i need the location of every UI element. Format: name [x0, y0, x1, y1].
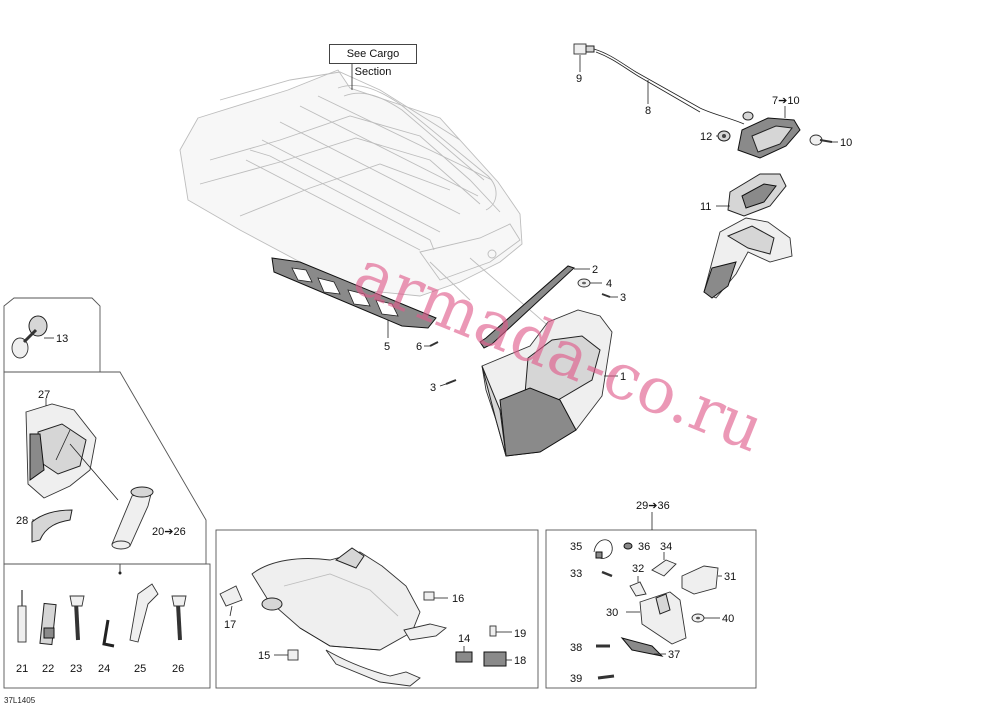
tail-light-assembly[interactable] — [717, 111, 833, 159]
callout-28: 28 — [16, 515, 28, 527]
callout-1: 1 — [620, 371, 626, 383]
cargo-rack — [179, 69, 561, 337]
callout-5: 5 — [384, 341, 390, 353]
housing-31[interactable] — [681, 565, 719, 595]
callout-21: 21 — [16, 663, 28, 675]
decal-14[interactable] — [455, 651, 473, 663]
cable-35[interactable] — [593, 539, 613, 559]
tool-tube[interactable] — [111, 486, 154, 550]
callout-15: 15 — [258, 650, 270, 662]
decal-18[interactable] — [483, 651, 507, 667]
decal-16[interactable] — [423, 591, 435, 601]
callout-38: 38 — [570, 642, 582, 654]
suction-cup[interactable] — [11, 315, 48, 359]
callout-27: 27 — [38, 389, 50, 401]
callout-10: 10 — [840, 137, 852, 149]
callout-13: 13 — [56, 333, 68, 345]
callout-24: 24 — [98, 663, 110, 675]
callout-6: 6 — [416, 341, 422, 353]
bolt-33[interactable] — [601, 570, 613, 578]
callout-26: 26 — [172, 663, 184, 675]
reflector-37[interactable] — [620, 637, 664, 657]
decal-15[interactable] — [287, 649, 299, 661]
callout-8: 8 — [645, 105, 651, 117]
callout-30: 30 — [606, 607, 618, 619]
spark-plug-socket[interactable] — [39, 602, 57, 646]
clip-32[interactable] — [629, 581, 647, 597]
callout-37: 37 — [668, 649, 680, 661]
callout-17: 17 — [224, 619, 236, 631]
allen-key[interactable] — [102, 619, 115, 648]
tool-bag[interactable] — [25, 403, 97, 499]
callout-2: 2 — [592, 264, 598, 276]
drawing-code: 37L1405 — [4, 696, 36, 705]
callout-33: 33 — [570, 568, 582, 580]
callout-labels: 1 2 3 3 4 5 6 7➔10 8 9 10 11 12 13 14 15… — [16, 73, 852, 685]
callout-25: 25 — [134, 663, 146, 675]
callout-31: 31 — [724, 571, 736, 583]
light-housing[interactable] — [703, 173, 793, 299]
callout-16: 16 — [452, 593, 464, 605]
callout-39: 39 — [570, 673, 582, 685]
callout-3b: 3 — [430, 382, 436, 394]
callout-35: 35 — [570, 541, 582, 553]
callout-36: 36 — [638, 541, 650, 553]
screw-39[interactable] — [597, 674, 615, 680]
callout-29-36: 29➔36 — [636, 500, 670, 512]
fastener-19[interactable] — [489, 625, 497, 637]
open-end-wrench-2[interactable] — [171, 595, 187, 641]
callout-14: 14 — [458, 633, 470, 645]
spark-plug-gauge[interactable] — [17, 590, 27, 643]
callout-23: 23 — [70, 663, 82, 675]
bracket-34[interactable] — [651, 559, 677, 577]
snowmobile-outline[interactable] — [251, 547, 447, 687]
callout-11: 11 — [700, 201, 711, 213]
plate-bracket-30[interactable] — [639, 591, 687, 645]
side-trim-strip[interactable] — [271, 257, 437, 329]
callout-22: 22 — [42, 663, 54, 675]
callout-19: 19 — [514, 628, 526, 640]
open-end-wrench-1[interactable] — [69, 595, 85, 641]
see-cargo-section-note: See Cargo Section — [329, 44, 417, 78]
callout-12: 12 — [700, 131, 712, 143]
screw-36[interactable] — [623, 542, 633, 550]
combination-wrench[interactable] — [129, 583, 159, 643]
callout-32: 32 — [632, 563, 644, 575]
callout-34: 34 — [660, 541, 672, 553]
snow-flap[interactable] — [481, 309, 613, 457]
mounting-rail[interactable] — [479, 265, 575, 349]
callout-40: 40 — [722, 613, 734, 625]
callout-9: 9 — [576, 73, 582, 85]
wiring-harness[interactable] — [573, 43, 745, 125]
decal-17[interactable] — [219, 585, 243, 607]
callout-18: 18 — [514, 655, 526, 667]
tool-strap[interactable] — [31, 509, 73, 543]
washer-40[interactable] — [691, 613, 705, 623]
callout-3a: 3 — [620, 292, 626, 304]
callout-4: 4 — [606, 278, 612, 290]
callout-7-10: 7➔10 — [772, 95, 800, 107]
callout-20-26: 20➔26 — [152, 526, 186, 538]
